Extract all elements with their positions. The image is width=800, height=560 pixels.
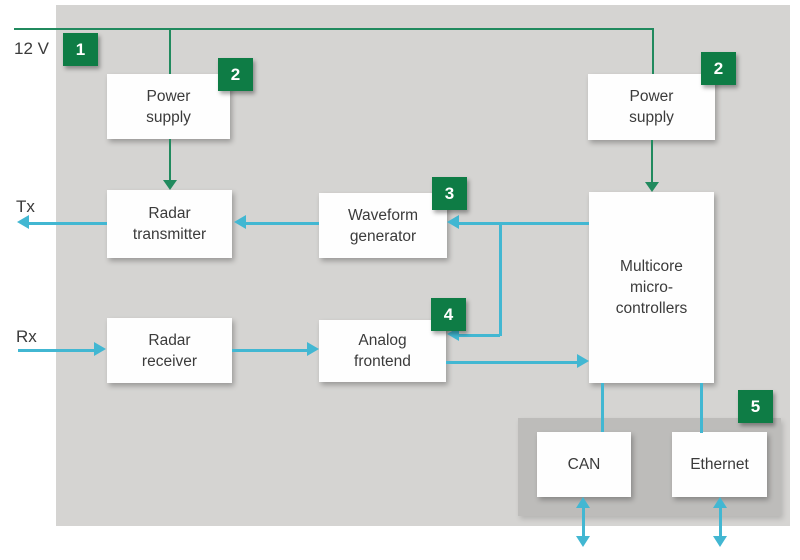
waveform-to-transmitter-arrowhead-icon: [234, 215, 246, 229]
multicore-to-analog-branch-vline: [499, 224, 502, 336]
badge-4: 4: [431, 298, 466, 331]
block-can: CAN: [537, 432, 631, 497]
psu-to-multicore-line: [651, 140, 653, 183]
multicore-to-waveform-line: [459, 222, 589, 225]
block-radar-receiver: Radar receiver: [107, 318, 232, 383]
block-radar-transmitter: Radar transmitter: [107, 190, 232, 258]
rx-port-label: Rx: [16, 327, 37, 346]
can-bus-up-arrowhead-icon: [576, 497, 590, 508]
block-analog-frontend: Analog frontend: [319, 320, 446, 382]
psu-to-multicore-arrowhead-icon: [645, 182, 659, 192]
badge-2-left: 2: [218, 58, 253, 91]
receiver-to-analog-arrowhead-icon: [307, 342, 319, 356]
block-waveform-generator: Waveform generator: [319, 193, 447, 258]
analog-to-multicore-arrowhead-icon: [577, 354, 589, 368]
multicore-to-ethernet-line: [700, 383, 703, 433]
tx-output-line: [29, 222, 107, 225]
power-rail-12v-line: [14, 28, 654, 30]
block-power-supply-left: Power supply: [107, 74, 230, 139]
power-drop-right-psu-line: [652, 29, 654, 74]
psu-to-transmitter-arrowhead-icon: [163, 180, 177, 190]
ethernet-bus-line: [719, 507, 722, 537]
badge-3: 3: [432, 177, 467, 210]
psu-to-transmitter-line: [169, 139, 171, 181]
analog-to-multicore-line: [446, 361, 577, 364]
tx-output-arrowhead-icon: [17, 215, 29, 229]
tx-port-label: Tx: [16, 197, 35, 216]
block-multicore-microcontrollers: Multicore micro- controllers: [589, 192, 714, 383]
can-bus-down-arrowhead-icon: [576, 536, 590, 547]
multicore-to-waveform-arrowhead-icon: [447, 215, 459, 229]
badge-2-right: 2: [701, 52, 736, 85]
rx-input-line: [18, 349, 94, 352]
can-bus-line: [582, 507, 585, 537]
badge-5: 5: [738, 390, 773, 423]
multicore-to-analog-branch-hline: [459, 334, 500, 337]
receiver-to-analog-line: [232, 349, 307, 352]
power-drop-left-psu-line: [169, 29, 171, 74]
waveform-to-transmitter-line: [246, 222, 319, 225]
ethernet-bus-down-arrowhead-icon: [713, 536, 727, 547]
supply-voltage-label: 12 V: [14, 39, 49, 58]
block-ethernet: Ethernet: [672, 432, 767, 497]
badge-1: 1: [63, 33, 98, 66]
block-power-supply-right: Power supply: [588, 74, 715, 140]
ethernet-bus-up-arrowhead-icon: [713, 497, 727, 508]
multicore-to-can-line: [601, 383, 604, 432]
rx-input-arrowhead-icon: [94, 342, 106, 356]
